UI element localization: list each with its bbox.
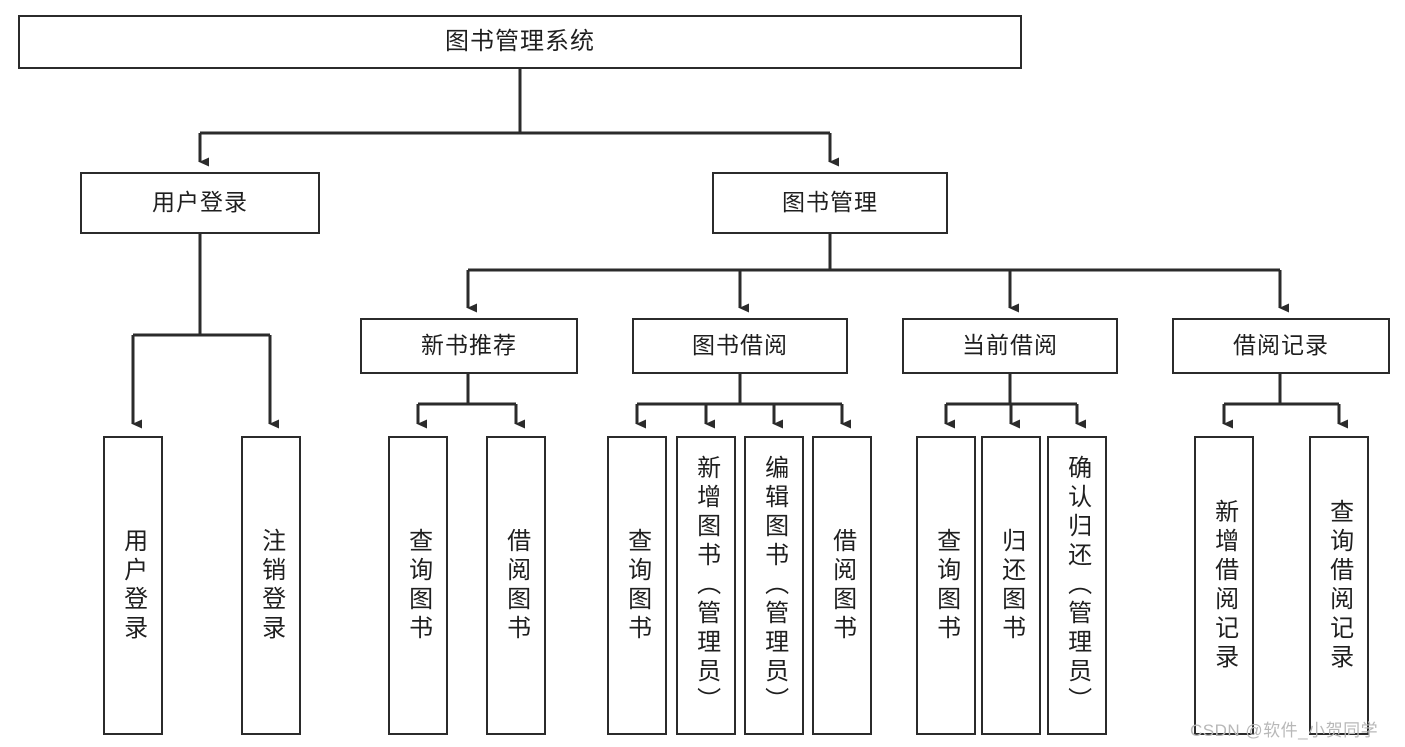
leaf-borrow-add-book-admin[interactable]: 新增图书（管理员） bbox=[676, 436, 736, 735]
node-book-management-label: 图书管理 bbox=[782, 189, 878, 216]
leaf-newbook-query-book[interactable]: 查询图书 bbox=[388, 436, 448, 735]
leaf-current-confirm-return-admin-label: 确认归还（管理员） bbox=[1063, 455, 1091, 716]
leaf-borrow-borrow-book-label: 借阅图书 bbox=[828, 527, 856, 644]
node-user-login[interactable]: 用户登录 bbox=[80, 172, 320, 234]
leaf-borrow-query-book-label: 查询图书 bbox=[623, 527, 651, 644]
node-current-borrow-label: 当前借阅 bbox=[962, 332, 1058, 359]
node-book-borrow[interactable]: 图书借阅 bbox=[632, 318, 848, 374]
leaf-newbook-query-book-label: 查询图书 bbox=[404, 527, 432, 644]
node-root[interactable]: 图书管理系统 bbox=[18, 15, 1022, 69]
leaf-borrow-borrow-book[interactable]: 借阅图书 bbox=[812, 436, 872, 735]
leaf-borrow-add-book-admin-label: 新增图书（管理员） bbox=[692, 455, 720, 716]
leaf-current-query-book[interactable]: 查询图书 bbox=[916, 436, 976, 735]
node-user-login-label: 用户登录 bbox=[152, 189, 248, 216]
leaf-records-add-record-label: 新增借阅记录 bbox=[1210, 498, 1238, 673]
node-new-book-recommend[interactable]: 新书推荐 bbox=[360, 318, 578, 374]
leaf-records-query-record[interactable]: 查询借阅记录 bbox=[1309, 436, 1369, 735]
node-new-book-recommend-label: 新书推荐 bbox=[421, 332, 517, 359]
leaf-newbook-borrow-book[interactable]: 借阅图书 bbox=[486, 436, 546, 735]
node-root-label: 图书管理系统 bbox=[445, 27, 595, 55]
leaf-borrow-edit-book-admin-label: 编辑图书（管理员） bbox=[760, 455, 788, 716]
leaf-borrow-edit-book-admin[interactable]: 编辑图书（管理员） bbox=[744, 436, 804, 735]
leaf-records-query-record-label: 查询借阅记录 bbox=[1325, 498, 1353, 673]
leaf-current-return-book[interactable]: 归还图书 bbox=[981, 436, 1041, 735]
node-borrow-records-label: 借阅记录 bbox=[1233, 332, 1329, 359]
leaf-borrow-query-book[interactable]: 查询图书 bbox=[607, 436, 667, 735]
leaf-current-confirm-return-admin[interactable]: 确认归还（管理员） bbox=[1047, 436, 1107, 735]
leaf-logout-label: 注销登录 bbox=[257, 527, 285, 644]
leaf-current-return-book-label: 归还图书 bbox=[997, 527, 1025, 644]
leaf-user-login-label: 用户登录 bbox=[119, 527, 147, 644]
watermark: CSDN @软件_小贺同学 bbox=[1190, 721, 1379, 740]
node-book-management[interactable]: 图书管理 bbox=[712, 172, 948, 234]
node-current-borrow[interactable]: 当前借阅 bbox=[902, 318, 1118, 374]
leaf-newbook-borrow-book-label: 借阅图书 bbox=[502, 527, 530, 644]
node-borrow-records[interactable]: 借阅记录 bbox=[1172, 318, 1390, 374]
leaf-user-login[interactable]: 用户登录 bbox=[103, 436, 163, 735]
leaf-logout[interactable]: 注销登录 bbox=[241, 436, 301, 735]
node-book-borrow-label: 图书借阅 bbox=[692, 332, 788, 359]
leaf-records-add-record[interactable]: 新增借阅记录 bbox=[1194, 436, 1254, 735]
leaf-current-query-book-label: 查询图书 bbox=[932, 527, 960, 644]
